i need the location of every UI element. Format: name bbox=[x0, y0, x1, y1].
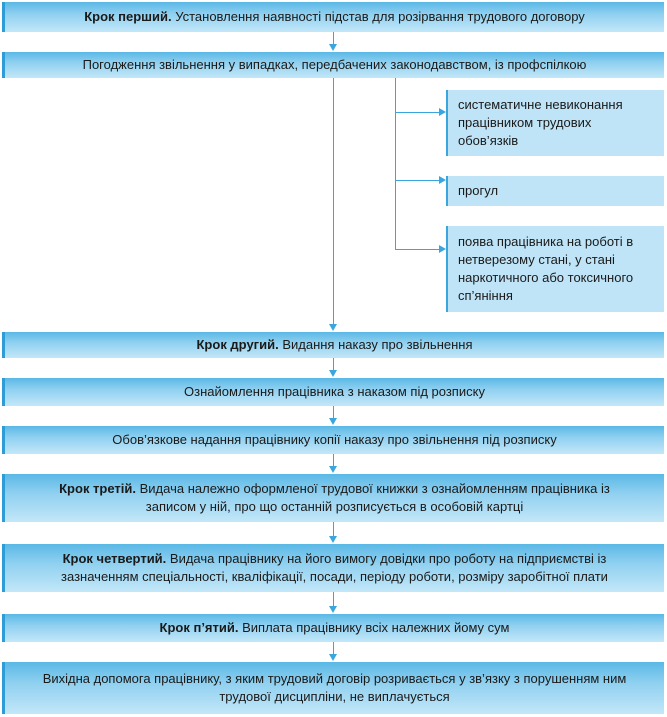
arrow-2-3 bbox=[329, 324, 337, 331]
step-6-box: Крок третій. Видача належно оформленої т… bbox=[2, 474, 664, 522]
branch-1-line bbox=[395, 112, 439, 113]
connector-5-6 bbox=[333, 454, 334, 467]
step-1-box: Крок перший. Установлення наявності підс… bbox=[2, 2, 664, 32]
step-7-box: Крок четвертий. Видача працівнику на йог… bbox=[2, 544, 664, 592]
step-1-text: Установлення наявності підстав для розір… bbox=[171, 9, 585, 24]
branch-trunk bbox=[395, 78, 396, 249]
connector-8-9 bbox=[333, 642, 334, 655]
connector-1-2 bbox=[333, 32, 334, 45]
step-1-bold: Крок перший. bbox=[84, 9, 172, 24]
connector-4-5 bbox=[333, 406, 334, 419]
connector-3-4 bbox=[333, 358, 334, 371]
arrow-6-7 bbox=[329, 536, 337, 543]
arrow-8-9 bbox=[329, 654, 337, 661]
step-3-bold: Крок другий. bbox=[196, 337, 279, 352]
step-3-text: Видання наказу про звільнення bbox=[278, 337, 473, 352]
arrow-5-6 bbox=[329, 466, 337, 473]
side-box-1-text: систематичне невиконання працівником тру… bbox=[458, 97, 623, 148]
arrow-7-8 bbox=[329, 606, 337, 613]
step-6-text: Видача належно оформленої трудової книжк… bbox=[136, 481, 610, 514]
step-4-box: Ознайомлення працівника з наказом під ро… bbox=[2, 378, 664, 406]
step-5-box: Обов’язкове надання працівнику копії нак… bbox=[2, 426, 664, 454]
branch-2-arrow bbox=[439, 176, 446, 184]
step-8-text: Виплата працівнику всіх належних йому су… bbox=[238, 620, 510, 635]
step-6-bold: Крок третій. bbox=[59, 481, 137, 496]
branch-1-arrow bbox=[439, 108, 446, 116]
connector-7-8 bbox=[333, 592, 334, 607]
branch-2-line bbox=[395, 180, 439, 181]
side-box-3-text: поява працівника на роботі в нетверезому… bbox=[458, 234, 634, 303]
side-box-1: систематичне невиконання працівником тру… bbox=[446, 90, 664, 156]
step-9-text: Вихідна допомога працівнику, з яким труд… bbox=[42, 671, 627, 704]
side-box-3: поява працівника на роботі в нетверезому… bbox=[446, 226, 664, 312]
branch-3-arrow bbox=[439, 245, 446, 253]
step-2-text: Погодження звільнення у випадках, передб… bbox=[82, 57, 587, 72]
step-5-text: Обов’язкове надання працівнику копії нак… bbox=[112, 432, 557, 447]
step-3-box: Крок другий. Видання наказу про звільнен… bbox=[2, 332, 664, 358]
step-2-box: Погодження звільнення у випадках, передб… bbox=[2, 52, 664, 78]
arrow-4-5 bbox=[329, 418, 337, 425]
step-7-bold: Крок четвертий. bbox=[62, 551, 167, 566]
arrow-3-4 bbox=[329, 370, 337, 377]
branch-3-line bbox=[395, 249, 439, 250]
connector-6-7 bbox=[333, 522, 334, 537]
side-box-2-text: прогул bbox=[458, 183, 499, 198]
step-9-box: Вихідна допомога працівнику, з яким труд… bbox=[2, 662, 664, 714]
step-8-box: Крок п’ятий. Виплата працівнику всіх нал… bbox=[2, 614, 664, 642]
connector-2-3 bbox=[333, 78, 334, 325]
side-box-2: прогул bbox=[446, 176, 664, 206]
arrow-1-2 bbox=[329, 44, 337, 51]
step-4-text: Ознайомлення працівника з наказом під ро… bbox=[184, 384, 485, 399]
step-8-bold: Крок п’ятий. bbox=[159, 620, 239, 635]
step-7-text: Видача працівнику на його вимогу довідки… bbox=[61, 551, 608, 584]
